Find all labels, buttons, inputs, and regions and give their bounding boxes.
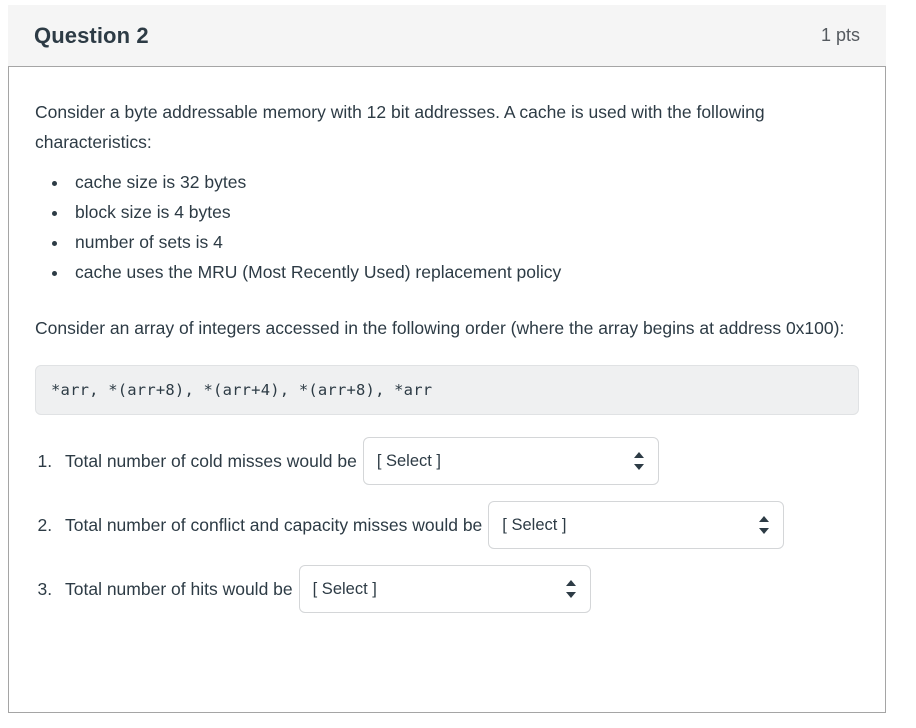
select-value-2: [ Select ] — [502, 516, 567, 534]
list-item: cache uses the MRU (Most Recently Used) … — [69, 257, 859, 287]
question-title: Question 2 — [34, 22, 149, 48]
answer-label-1: Total number of cold misses would be — [65, 451, 357, 471]
answer-label-2: Total number of conflict and capacity mi… — [65, 515, 483, 535]
list-item: number of sets is 4 — [69, 227, 859, 257]
select-cold-misses[interactable]: [ Select ] — [362, 437, 659, 485]
answer-item-2: Total number of conflict and capacity mi… — [57, 501, 859, 549]
select-conflict-capacity-misses[interactable]: [ Select ] — [488, 501, 785, 549]
chevron-updown-icon — [759, 515, 770, 535]
answer-item-1: Total number of cold misses would be [ S… — [57, 437, 859, 485]
question-header: Question 2 1 pts — [8, 5, 886, 66]
select-hits[interactable]: [ Select ] — [298, 565, 591, 613]
chevron-updown-icon — [633, 451, 644, 471]
answer-label-3: Total number of hits would be — [65, 579, 293, 599]
list-item: cache size is 32 bytes — [69, 167, 859, 197]
select-value-1: [ Select ] — [376, 452, 442, 470]
answer-row: Total number of cold misses would be [ S… — [65, 437, 859, 485]
cache-characteristics-list: cache size is 32 bytes block size is 4 b… — [35, 167, 859, 287]
answer-row: Total number of conflict and capacity mi… — [65, 501, 859, 549]
answer-item-3: Total number of hits would be [ Select ] — [57, 565, 859, 613]
chevron-updown-icon — [565, 579, 576, 599]
code-snippet-block: *arr, *(arr+8), *(arr+4), *(arr+8), *arr — [35, 365, 859, 415]
question-body: Consider a byte addressable memory with … — [8, 66, 886, 713]
question-points: 1 pts — [820, 25, 860, 45]
intro-paragraph: Consider a byte addressable memory with … — [35, 102, 765, 152]
question-card: Question 2 1 pts Consider a byte address… — [8, 5, 886, 713]
array-paragraph: Consider an array of integers accessed i… — [35, 318, 845, 338]
select-value-3: [ Select ] — [312, 580, 377, 598]
answer-list: Total number of cold misses would be [ S… — [35, 437, 859, 613]
list-item: block size is 4 bytes — [69, 197, 859, 227]
answer-row: Total number of hits would be [ Select ] — [65, 565, 859, 613]
